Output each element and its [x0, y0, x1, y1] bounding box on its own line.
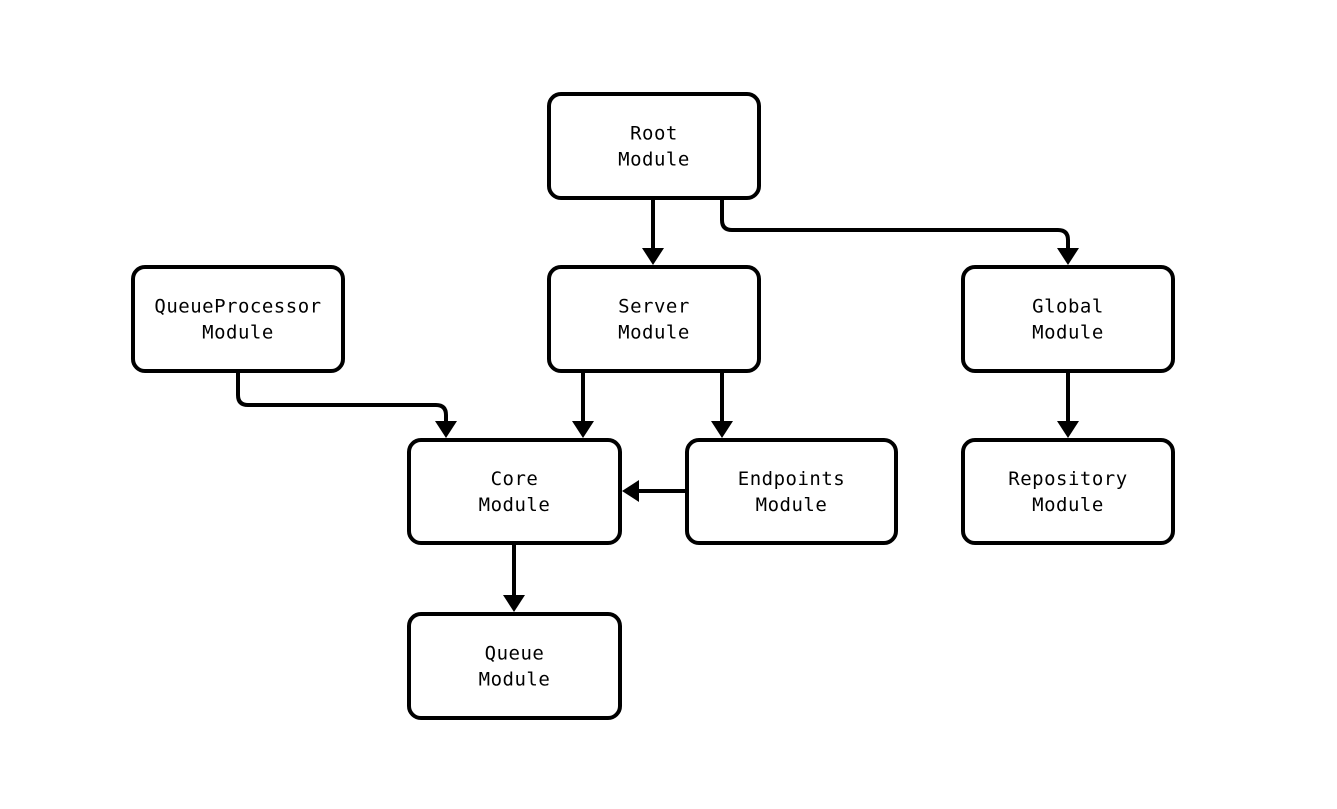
edge-global-to-repository — [1057, 371, 1079, 438]
arrowhead-icon — [642, 248, 664, 265]
node-box-global[interactable] — [961, 265, 1175, 373]
node-box-queue[interactable] — [407, 612, 622, 720]
node-label-queue-line1: Queue — [485, 643, 545, 665]
node-label-root-line1: Root — [630, 123, 678, 145]
arrowhead-icon — [1057, 421, 1079, 438]
arrowhead-icon — [503, 595, 525, 612]
node-label-queueprocessor-line1: QueueProcessor — [154, 296, 321, 318]
node-box-queueprocessor[interactable] — [131, 265, 345, 373]
edge-queueprocessor-to-core — [236, 371, 457, 438]
arrowhead-icon — [1057, 248, 1079, 265]
nodes-layer: RootModuleQueueProcessorModuleServerModu… — [131, 92, 1175, 720]
node-box-core[interactable] — [407, 438, 622, 545]
node-label-queue-line2: Module — [479, 669, 551, 691]
node-label-global-line2: Module — [1032, 322, 1104, 344]
node-box-repository[interactable] — [961, 438, 1175, 545]
edge-server-to-endpoints — [711, 371, 733, 438]
node-label-root-line2: Module — [618, 149, 690, 171]
node-label-repository-line1: Repository — [1008, 468, 1127, 490]
node-box-server[interactable] — [547, 265, 761, 373]
node-label-queueprocessor-line2: Module — [202, 322, 274, 344]
node-label-server-line2: Module — [618, 322, 690, 344]
arrowhead-icon — [435, 421, 457, 438]
edge-root-to-global — [720, 198, 1079, 265]
arrowhead-icon — [622, 480, 639, 502]
edges-layer — [236, 198, 1079, 612]
arrowhead-icon — [572, 421, 594, 438]
edge-root-to-server — [642, 198, 664, 265]
edge-endpoints-to-core — [622, 480, 687, 502]
node-label-endpoints-line1: Endpoints — [738, 468, 845, 490]
node-label-core-line2: Module — [479, 494, 551, 516]
arrowhead-icon — [711, 421, 733, 438]
edge-core-to-queue — [503, 543, 525, 612]
node-label-server-line1: Server — [618, 296, 690, 318]
node-box-root[interactable] — [547, 92, 761, 200]
node-label-repository-line2: Module — [1032, 494, 1104, 516]
node-box-endpoints[interactable] — [685, 438, 898, 545]
node-label-endpoints-line2: Module — [756, 494, 828, 516]
node-label-global-line1: Global — [1032, 296, 1104, 318]
edge-line — [236, 371, 448, 423]
node-label-core-line1: Core — [491, 468, 539, 490]
edge-server-to-core — [572, 371, 594, 438]
edge-line — [720, 198, 1070, 250]
